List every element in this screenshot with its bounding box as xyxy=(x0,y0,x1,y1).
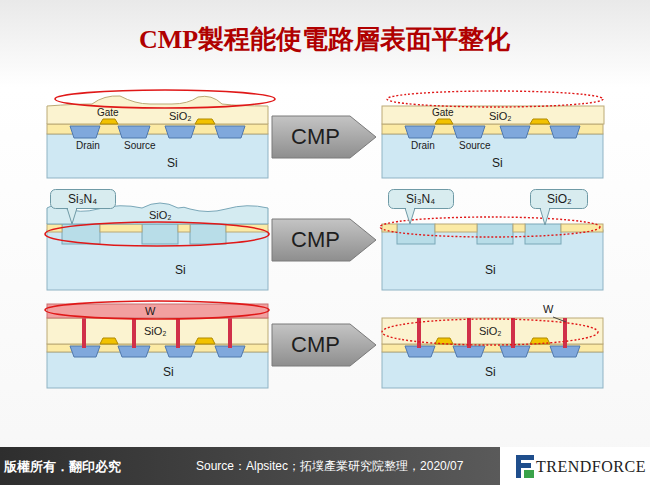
part-label: Drain xyxy=(76,141,100,151)
part-label: Source xyxy=(459,141,491,151)
layer-label: SiO₂ xyxy=(149,210,172,221)
callout-bubble: Si₃N₄ xyxy=(50,189,116,209)
layer-label: Si xyxy=(175,264,186,276)
arrow-outline xyxy=(272,324,376,366)
callout-joint xyxy=(541,207,549,209)
copyright-note: 版權所有．翻印必究 xyxy=(4,460,121,473)
callout-tail xyxy=(540,208,550,225)
slide-title: CMP製程能使電路層表面平整化 xyxy=(139,27,510,53)
part-label: Drain xyxy=(411,141,435,151)
callout-bubble: Si₃N₄ xyxy=(388,189,454,209)
source-note: Source：Alpsitec；拓墣產業研究院整理，2020/07 xyxy=(196,460,463,472)
layer-label: SiO₂ xyxy=(489,111,512,122)
part-label: Gate xyxy=(97,108,119,118)
layer-label: Si xyxy=(163,366,174,378)
callout-box xyxy=(531,190,588,209)
cmp-arrow: CMP xyxy=(272,219,376,261)
cmp-arrow: CMP xyxy=(272,116,376,158)
layer-label: SiO₂ xyxy=(169,111,192,122)
callout-tail xyxy=(67,208,77,224)
layer-label: SiO₂ xyxy=(479,326,502,337)
brand-logo: TRENDFORCE xyxy=(536,459,646,475)
layer-label: SiO₂ xyxy=(144,326,167,337)
callout-bubble: SiO₂ xyxy=(530,189,588,209)
layer-label: Si xyxy=(485,264,496,276)
callout-text: Si₃N₄ xyxy=(406,193,435,205)
callout-text: Si₃N₄ xyxy=(68,193,97,205)
callout-joint xyxy=(68,207,76,209)
process-label: CMP xyxy=(291,334,340,356)
callout-text: SiO₂ xyxy=(547,193,572,205)
layer-label: W xyxy=(145,306,155,317)
layer-label: Si xyxy=(492,157,503,169)
process-label: CMP xyxy=(291,126,340,148)
cmp-arrow: CMP xyxy=(272,324,376,366)
arrow-outline xyxy=(272,116,376,158)
callout-joint xyxy=(406,207,414,209)
arrow-outline xyxy=(272,219,376,261)
callout-box xyxy=(51,190,116,209)
part-label: Source xyxy=(124,141,156,151)
layer-label: Si xyxy=(167,157,178,169)
layer-label: Si xyxy=(485,366,496,378)
callout-tail xyxy=(405,208,415,224)
part-label: Gate xyxy=(432,108,454,118)
process-label: CMP xyxy=(291,229,340,251)
layer-label: W xyxy=(543,304,553,315)
callout-box xyxy=(389,190,454,209)
